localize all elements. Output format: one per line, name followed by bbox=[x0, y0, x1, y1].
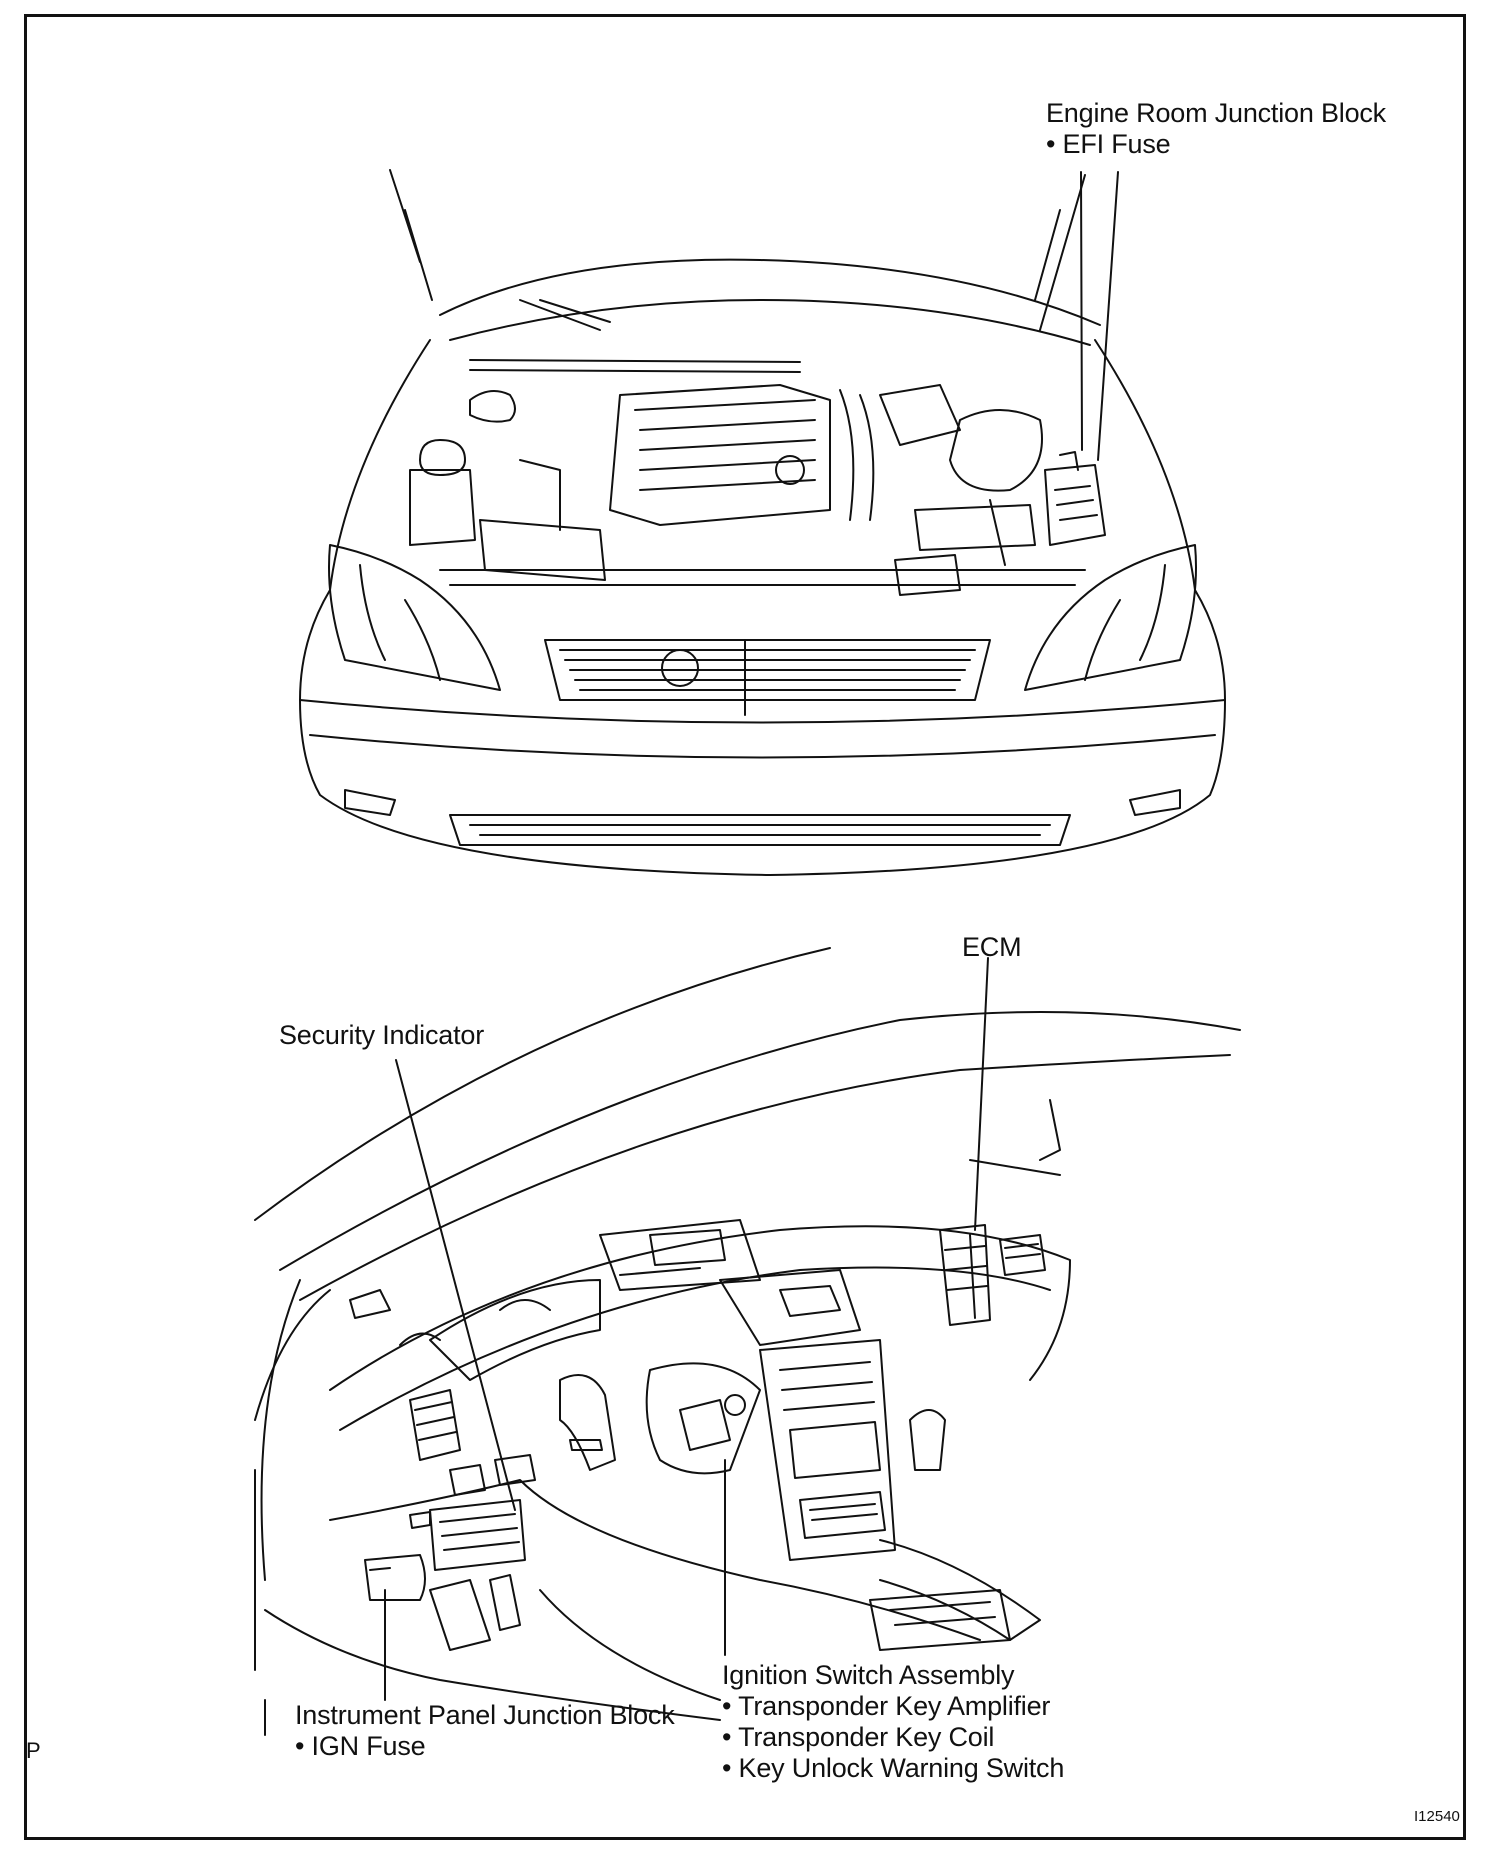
engine-room-junction-block-callout: Engine Room Junction Block • EFI Fuse bbox=[1046, 98, 1386, 160]
engine-room-illustration bbox=[299, 169, 1226, 876]
figure-code: I12540 bbox=[1414, 1808, 1460, 1825]
ecm-callout: ECM bbox=[962, 932, 1022, 963]
page-mark: P bbox=[26, 1738, 41, 1763]
transponder-key-coil-item: • Transponder Key Coil bbox=[722, 1722, 995, 1752]
engine-room-leader bbox=[1097, 171, 1119, 461]
ignition-switch-assembly-callout: Ignition Switch Assembly • Transponder K… bbox=[722, 1660, 1064, 1784]
ecm-leader bbox=[974, 957, 989, 1231]
instrument-panel-junction-block-part bbox=[429, 1499, 526, 1571]
ecm-part bbox=[939, 1224, 991, 1326]
efi-fuse-item: • EFI Fuse bbox=[1046, 129, 1171, 159]
key-unlock-warning-switch-item: • Key Unlock Warning Switch bbox=[722, 1753, 1065, 1783]
security-indicator-leader bbox=[395, 1059, 516, 1511]
engine-room-junction-block-title: Engine Room Junction Block bbox=[1046, 98, 1386, 128]
security-indicator-callout: Security Indicator bbox=[279, 1020, 484, 1051]
ecm-title: ECM bbox=[962, 932, 1022, 962]
security-indicator-title: Security Indicator bbox=[279, 1020, 484, 1050]
ignition-switch-part bbox=[679, 1399, 731, 1451]
transponder-key-amplifier-item: • Transponder Key Amplifier bbox=[722, 1691, 1051, 1721]
dashboard-illustration bbox=[254, 947, 1241, 1736]
diagram-frame bbox=[24, 14, 1466, 1840]
instrument-panel-junction-block-callout: Instrument Panel Junction Block • IGN Fu… bbox=[295, 1700, 675, 1762]
engine-room-junction-block-part bbox=[1044, 464, 1106, 546]
ignition-switch-assembly-title: Ignition Switch Assembly bbox=[722, 1660, 1015, 1690]
instrument-panel-junction-block-title: Instrument Panel Junction Block bbox=[295, 1700, 675, 1730]
efi-fuse-leader bbox=[1080, 171, 1083, 451]
ign-fuse-item: • IGN Fuse bbox=[295, 1731, 426, 1761]
